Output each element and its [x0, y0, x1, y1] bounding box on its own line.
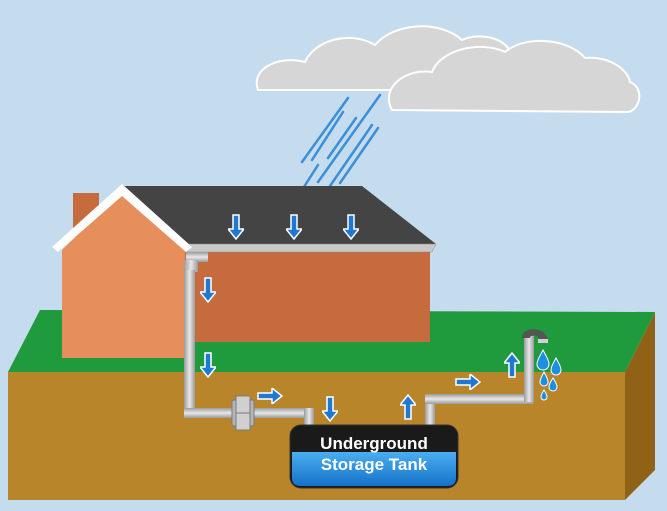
house — [52, 184, 437, 358]
tap-icon — [522, 329, 548, 343]
gutter — [179, 243, 437, 253]
pipe-horizontal-out — [425, 394, 533, 404]
house-side-wall — [185, 250, 430, 342]
pipe-riser — [524, 336, 534, 402]
downpipe-top — [186, 252, 208, 262]
storage-tank: Underground Storage Tank — [289, 424, 459, 489]
tank-label-line2: Storage Tank — [321, 455, 428, 474]
pipe-to-filter — [184, 408, 234, 418]
pipe-into-tank — [304, 408, 314, 428]
soil-side — [625, 312, 655, 500]
tank-water — [292, 452, 456, 486]
filter-icon — [231, 395, 255, 431]
water-drop-icon — [536, 348, 562, 401]
tank-label-line1: Underground — [320, 434, 428, 453]
pipe-out-of-tank — [425, 396, 435, 428]
rain-icon — [300, 93, 382, 192]
pipe-system — [184, 252, 548, 431]
downpipe — [184, 270, 195, 416]
downpipe-elbow — [184, 260, 198, 272]
pipe-from-filter — [252, 408, 312, 418]
cloud-icon — [255, 25, 641, 114]
house-front-wall — [62, 192, 185, 358]
